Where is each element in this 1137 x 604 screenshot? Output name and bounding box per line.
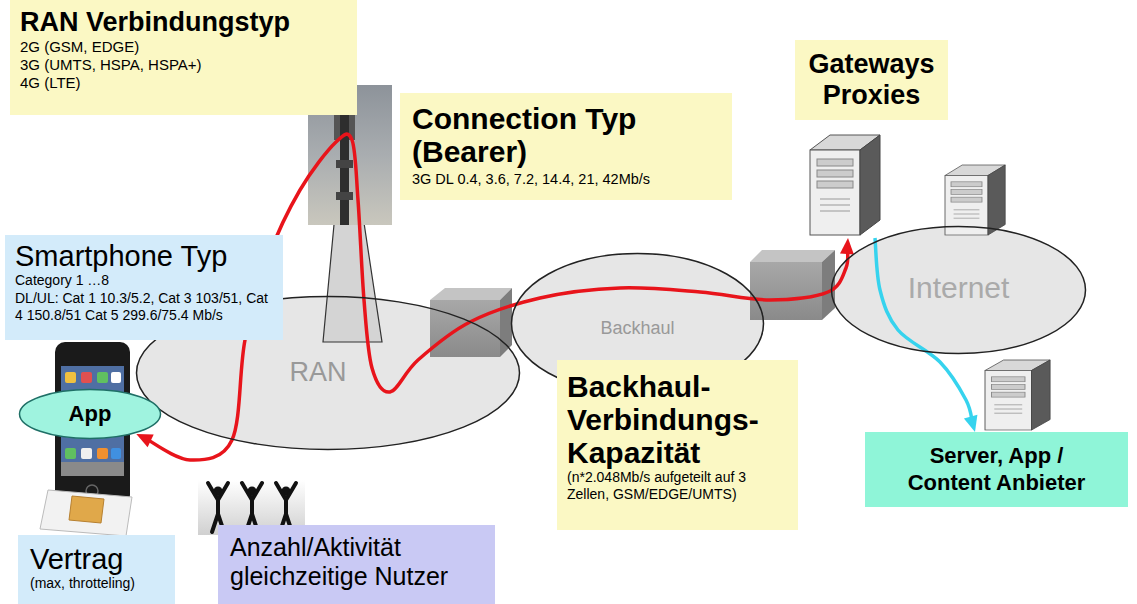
node-heading: Anzahl/Aktivität gleichzeitige Nutzer [230,533,483,591]
backhaul-switch [750,250,835,320]
sim-card [40,490,132,536]
switch-side [500,288,512,357]
node-text: 4G (LTE) [20,74,347,92]
app-icon [65,448,76,459]
switch-front [750,262,822,320]
radio-tower [308,85,392,342]
callout-box: Connection Typ (Bearer) 3G DL 0.4, 3.6, 7… [400,93,732,200]
app-icon [65,372,76,383]
callout-box: Gateways Proxies [795,40,948,120]
switch-front [430,300,500,357]
node-text: 2G (GSM, EDGE) [20,38,347,56]
node-heading: Connection Typ (Bearer) [412,102,720,168]
switch-top [430,288,512,300]
node-heading: RAN Verbindungstyp [20,7,347,38]
node-heading: RAN [289,357,346,389]
callout-box: Anzahl/Aktivität gleichzeitige Nutzer [218,525,495,604]
arrowhead [136,434,153,447]
callout-box: Vertrag(max, throtteling) [18,535,175,604]
app-icon [81,372,92,383]
server-icon [985,360,1050,430]
app-icon [111,448,121,459]
app-icon [81,448,92,459]
node-text: 3G DL 0.4, 3.6, 7.2, 14.4, 21, 42Mb/s [412,171,720,188]
phone-dock [61,462,124,476]
server-icon [810,135,880,235]
network-area: Internet [830,225,1087,355]
node-text: Category 1 …8 [15,272,273,289]
callout-box: RAN Verbindungstyp2G (GSM, EDGE)3G (UMTS… [10,0,357,115]
callout-box: Smartphone TypCategory 1 …8DL/UL: Cat 1 … [5,235,283,340]
callout-box: Backhaul- Verbindungs- Kapazität(n*2.048… [557,360,798,530]
ellipse-shape [832,227,1086,354]
node-heading: Server, App / Content Anbieter [895,443,1098,496]
app-icon [97,448,108,459]
ellipse-shape [20,390,161,439]
app-icon [97,372,108,383]
sim-body [40,490,132,536]
node-heading: Gateways Proxies [799,49,944,111]
node-text: (n*2.048Mb/s aufgeteilt auf 3 Zellen, GS… [567,469,788,503]
node-heading: Backhaul [600,318,674,339]
connector-line [875,238,973,423]
node-text: DL/UL: Cat 1 10.3/5.2, Cat 3 103/51, Cat… [15,290,273,324]
ellipse-label-area: App [18,388,162,440]
arrowhead [964,415,978,432]
app-icon [111,372,121,383]
switch-top [750,250,835,262]
sim-chip [69,496,104,523]
internet-area-fill [831,226,1086,354]
arrowhead [840,238,854,254]
switch-side [822,250,835,320]
node-heading: Smartphone Typ [15,240,273,272]
node-text: (max, throtteling) [30,575,163,592]
antenna [336,192,353,200]
app-ellipse: App [18,388,162,440]
node-text: 3G (UMTS, HSPA, HSPA+) [20,56,347,74]
node-heading: Internet [908,270,1010,305]
antenna [336,160,353,168]
ellipse-label-area: Internet [830,225,1087,355]
server-icon [945,165,1005,235]
gateway-node: Gateways Proxies [795,40,948,238]
node-heading: Backhaul- Verbindungs- Kapazität [567,370,788,469]
node-heading: App [69,401,112,427]
node-heading: Vertrag [30,543,163,575]
connector [875,238,977,432]
server-box: Server, App / Content Anbieter [865,432,1128,507]
